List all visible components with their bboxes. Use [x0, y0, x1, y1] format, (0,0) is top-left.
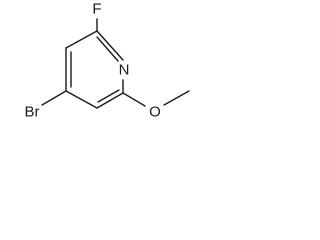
ring-bonds	[65, 30, 124, 109]
bond-n-c2	[96, 30, 124, 61]
atom-label-bromine: Br	[25, 104, 40, 121]
bond-c4-br	[41, 90, 67, 106]
atom-label-nitrogen: N	[119, 62, 130, 79]
substituent-bonds	[41, 18, 190, 107]
atom-labels: F N Br O	[25, 1, 161, 121]
bond-n-c2-inner	[96, 36, 119, 62]
chemical-structure-diagram: F N Br O	[25, 1, 190, 121]
bond-c5-c6	[96, 92, 124, 109]
bond-c4-c5	[65, 90, 98, 109]
bond-o-methyl	[163, 90, 190, 106]
bond-c2-c3	[65, 30, 98, 49]
bond-c6-o	[122, 92, 146, 107]
atom-label-oxygen: O	[149, 104, 161, 121]
bond-c5-c6-inner	[97, 89, 120, 103]
atom-label-fluorine: F	[92, 1, 101, 18]
